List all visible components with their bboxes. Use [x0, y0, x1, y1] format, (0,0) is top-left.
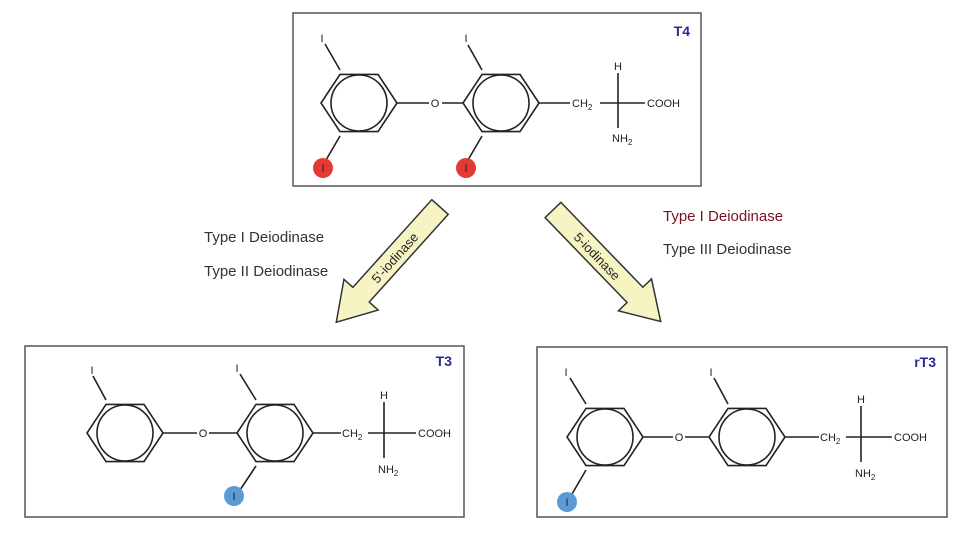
t4-title: T4: [674, 23, 691, 39]
t3-removed-iodine-position: [224, 486, 244, 506]
right-arrow-shape: [544, 201, 662, 323]
rt3-outer-ring: [566, 407, 644, 467]
hydrogen-label: H: [614, 61, 622, 73]
right-arrow: 5-iodinase: [544, 201, 662, 323]
rt3-inner-ring-aromatic: [718, 408, 776, 466]
rt3-removed-iodine-position: [557, 492, 577, 512]
t3-inner-ring-aromatic: [246, 404, 304, 462]
hydrogen-label: H: [857, 394, 865, 406]
t3-outer-ring: [86, 403, 164, 463]
right-pathway: 5-iodinase Type I Deiodinase Type III De…: [544, 201, 791, 323]
bond: [92, 375, 107, 401]
enzyme-label: Type III Deiodinase: [663, 241, 791, 258]
t3-outer-ring-aromatic: [96, 404, 154, 462]
t3-structure: I I I O CH2 H NH2 COOH T3: [24, 345, 465, 518]
iodine-label: I: [709, 367, 712, 379]
iodine-label: I: [320, 33, 323, 45]
bond: [713, 377, 729, 405]
t4-inner-ring-aromatic: [472, 74, 530, 132]
rt3-box: [536, 346, 948, 518]
t3-box: [24, 345, 465, 518]
rt3-structure: I I I O CH2 H NH2 COOH rT3: [536, 346, 948, 518]
bond: [324, 43, 341, 71]
iodine-label: I: [464, 163, 467, 175]
oxygen-label: O: [675, 432, 684, 444]
t4-removed-iodine-5: [456, 158, 476, 178]
bond: [571, 469, 587, 495]
iodine-label: I: [565, 497, 568, 509]
carboxyl-label: COOH: [647, 98, 680, 110]
iodine-label: I: [235, 363, 238, 375]
bond: [239, 373, 257, 401]
rt3-outer-ring-aromatic: [576, 408, 634, 466]
iodine-label: I: [564, 367, 567, 379]
left-arrow: 5'-iodinase: [335, 198, 450, 324]
right-arrow-label: 5-iodinase: [571, 230, 623, 284]
carboxyl-label: COOH: [418, 428, 451, 440]
t3-title: T3: [436, 353, 453, 369]
amine-label: NH2: [378, 464, 399, 478]
bond: [467, 44, 483, 71]
oxygen-label: O: [431, 98, 440, 110]
ch2-label: CH2: [572, 98, 593, 112]
left-arrow-label: 5'-iodinase: [368, 230, 421, 286]
t4-removed-iodine-5prime: [313, 158, 333, 178]
bond: [569, 377, 587, 405]
enzyme-label: Type I Deiodinase: [204, 229, 324, 246]
iodine-label: I: [232, 491, 235, 503]
iodine-label: I: [321, 163, 324, 175]
carboxyl-label: COOH: [894, 432, 927, 444]
bond: [467, 135, 483, 161]
rt3-title: rT3: [914, 354, 936, 370]
left-arrow-shape: [335, 198, 450, 324]
amine-label: NH2: [855, 468, 876, 482]
amine-label: NH2: [612, 133, 633, 147]
t4-outer-ring: [320, 73, 398, 133]
enzyme-label-highlighted: Type I Deiodinase: [663, 208, 783, 225]
t4-structure: I I I I O CH2 H NH2 COOH T4: [292, 12, 702, 187]
hydrogen-label: H: [380, 390, 388, 402]
left-pathway: 5'-iodinase Type I Deiodinase Type II De…: [204, 198, 450, 324]
t4-box: [292, 12, 702, 187]
iodine-label: I: [90, 365, 93, 377]
enzyme-label: Type II Deiodinase: [204, 263, 328, 280]
ch2-label: CH2: [342, 428, 363, 442]
t4-outer-ring-aromatic: [330, 74, 388, 132]
bond: [325, 135, 341, 161]
bond: [239, 465, 257, 491]
oxygen-label: O: [199, 428, 208, 440]
iodine-label: I: [464, 33, 467, 45]
ch2-label: CH2: [820, 432, 841, 446]
